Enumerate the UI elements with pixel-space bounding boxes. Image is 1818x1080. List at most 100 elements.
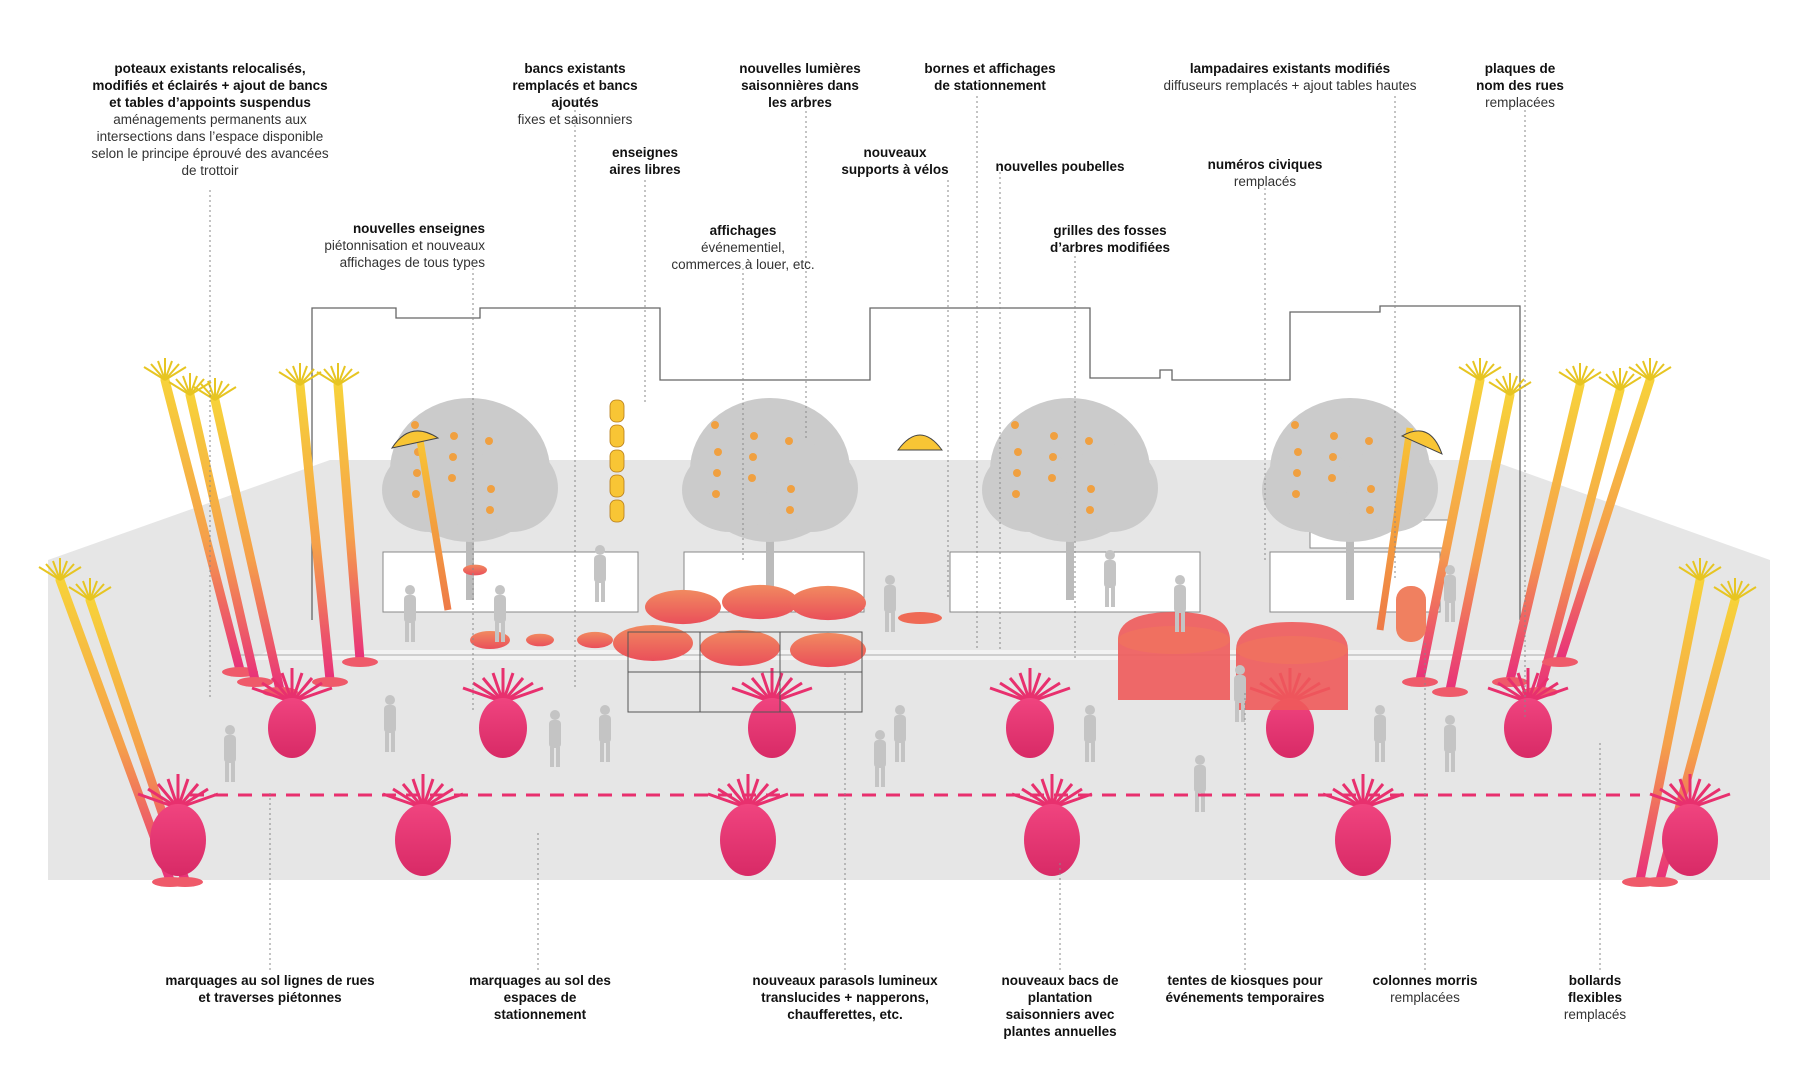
planter-leaf: [176, 778, 190, 809]
planter-leaf: [1688, 783, 1712, 809]
seasonal-light: [1014, 448, 1022, 456]
label-numeros: numéros civiques remplacés: [1200, 156, 1330, 190]
palm-leaf: [193, 386, 216, 401]
palm-leaf: [292, 365, 301, 386]
planters-group: [137, 668, 1731, 876]
palm-leaf: [299, 371, 322, 386]
seasonal-light: [487, 485, 495, 493]
label-bacs: nouveaux bacs de plantation saisonniers …: [1000, 972, 1120, 1040]
label-bancs: bancs existants remplacés et bancs ajout…: [490, 60, 660, 128]
planter-pot: [382, 774, 464, 876]
seasonal-light: [1366, 506, 1374, 514]
palm-leaf: [337, 371, 360, 386]
seasonal-light: [486, 506, 494, 514]
palm-leaf: [1678, 566, 1701, 581]
street-tree: [1262, 398, 1438, 600]
pedestrian: [594, 545, 606, 602]
pole-base: [1432, 687, 1468, 697]
label-bollards-sub: remplacés: [1563, 1007, 1627, 1022]
label-marquages-stationnement-title: marquages au sol des espaces de stationn…: [469, 973, 611, 1022]
pole-base: [167, 877, 203, 887]
palm-leaf: [337, 368, 353, 386]
palm-leaf: [38, 566, 61, 581]
label-lampadaires-sub: diffuseurs remplacés + ajout tables haut…: [1163, 78, 1417, 93]
planter-leaf: [726, 783, 750, 809]
label-grilles: grilles des fosses d’arbres modifiées: [1035, 222, 1185, 256]
pedestrian: [1194, 755, 1206, 812]
seasonal-light: [1085, 437, 1093, 445]
seasonal-light: [1087, 485, 1095, 493]
seasonal-light: [448, 474, 456, 482]
planter-pot: [137, 774, 219, 876]
label-poubelles-title: nouvelles poubelles: [995, 159, 1125, 174]
palm-leaf: [1488, 381, 1511, 396]
planter-leaf: [290, 677, 314, 703]
palm-leaf: [1579, 365, 1588, 386]
label-affichages: affichages événementiel, commerces à lou…: [668, 222, 818, 273]
palm-leaf: [1579, 368, 1595, 386]
label-lampadaires: lampadaires existants modifiés diffuseur…: [1160, 60, 1420, 94]
palm-leaf: [1649, 363, 1665, 381]
planter-leaf: [270, 677, 294, 703]
seasonal-light: [714, 448, 722, 456]
palm-leaf: [1565, 368, 1581, 386]
palm-leaf: [330, 365, 339, 386]
planter-pot: [1649, 774, 1731, 876]
pedestrian: [1374, 705, 1386, 762]
planter-leaf: [1668, 783, 1692, 809]
palm-leaf: [1479, 363, 1495, 381]
label-colonnes-sub: remplacées: [1390, 990, 1460, 1005]
planter-leaf: [746, 783, 770, 809]
palm-leaf: [45, 563, 61, 581]
pole-base: [1642, 877, 1678, 887]
parasol: [700, 630, 780, 666]
palm-leaf: [164, 366, 187, 381]
label-nouvelles-enseignes-title: nouvelles enseignes: [352, 221, 485, 236]
palm-leaf: [1605, 373, 1621, 391]
morris-column: [1396, 586, 1426, 642]
pedestrian: [1174, 575, 1186, 632]
palm-leaf: [1628, 366, 1651, 381]
palm-leaf: [68, 586, 91, 601]
palm-leaf: [182, 375, 191, 396]
palm-leaf: [1642, 360, 1651, 381]
street-trees-group: [382, 398, 1438, 600]
label-numeros-title: numéros civiques: [1207, 157, 1323, 172]
palm-leaf: [59, 563, 75, 581]
seasonal-light: [1011, 421, 1019, 429]
planter-pot: [251, 668, 333, 758]
pedestrian: [1104, 550, 1116, 607]
label-tentes: tentes de kiosques pour événements tempo…: [1160, 972, 1330, 1006]
palm-leaf: [150, 363, 166, 381]
planter-leaf: [760, 672, 774, 703]
label-bacs-title: nouveaux bacs de plantation saisonniers …: [1001, 973, 1119, 1039]
pedestrian: [1084, 705, 1096, 762]
planter-leaf: [770, 677, 794, 703]
label-plaques: plaques de nom des rues remplacées: [1470, 60, 1570, 111]
street-lamp-right: [1376, 427, 1443, 631]
lit-pole: [316, 363, 378, 667]
planter-leaf: [1688, 778, 1702, 809]
planter-leaf: [166, 778, 180, 809]
planter-leaf: [481, 677, 505, 703]
label-lumieres-title: nouvelles lumières saisonnières dans les…: [739, 61, 861, 110]
palm-leaf: [1699, 563, 1715, 581]
street-lamp-left: [390, 430, 452, 611]
palm-leaf: [1727, 580, 1736, 601]
planter-leaf: [280, 672, 294, 703]
planter-leaf: [1506, 677, 1530, 703]
planter-pot: [707, 774, 789, 876]
seasonal-light: [1330, 432, 1338, 440]
seasonal-light: [449, 453, 457, 461]
label-marquages-stationnement: marquages au sol des espaces de stationn…: [460, 972, 620, 1023]
planter-leaf: [290, 672, 304, 703]
palm-leaf: [1649, 366, 1672, 381]
palm-leaf: [299, 368, 315, 386]
seasonal-light: [1012, 490, 1020, 498]
planter-leaf: [501, 672, 515, 703]
palm-leaf: [52, 560, 61, 581]
palm-leaf: [299, 365, 308, 386]
palm-leaf: [1699, 566, 1722, 581]
label-supports-velos: nouveaux supports à vélos: [835, 144, 955, 178]
label-parasols: nouveaux parasols lumineux translucides …: [745, 972, 945, 1023]
